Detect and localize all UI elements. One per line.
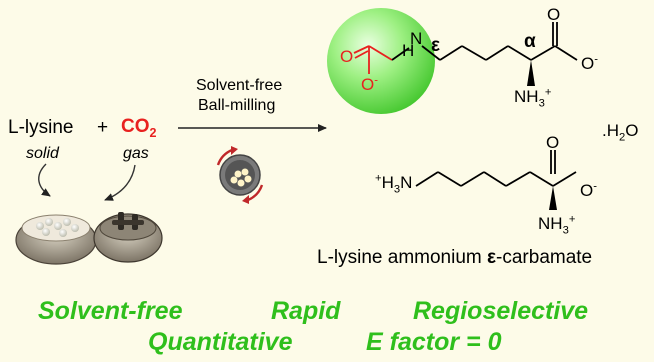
reactant-state-label: solid bbox=[26, 145, 59, 162]
carbamate-acid-o: O bbox=[547, 5, 561, 24]
plus-sign: + bbox=[97, 117, 109, 138]
carbamate-acid-o-minus: O- bbox=[581, 53, 598, 73]
carbamate-carbonyl-o: O bbox=[340, 47, 354, 66]
carbamate-n-label: N bbox=[410, 29, 423, 48]
carbamate-o-minus: O- bbox=[361, 74, 378, 94]
alpha-label: α bbox=[524, 31, 536, 52]
feature-regioselective: Regioselective bbox=[413, 297, 589, 325]
ammonium-skeleton bbox=[415, 150, 577, 187]
ammonium-nh3: NH3+ bbox=[538, 213, 576, 237]
ammonium-acid-o: O bbox=[546, 133, 560, 152]
carbamate-wedge-bond bbox=[527, 60, 535, 86]
carbamate-h-label: H bbox=[402, 41, 415, 60]
co2-label: CO2 bbox=[121, 116, 157, 140]
hydrate-label: .H2O bbox=[602, 121, 639, 144]
feature-rapid: Rapid bbox=[271, 297, 341, 325]
carbamate-highlight-sphere bbox=[327, 8, 435, 114]
carbamate-skeleton bbox=[353, 22, 578, 74]
ball-mill-rotation-icon bbox=[216, 146, 264, 204]
epsilon-label: ε bbox=[431, 35, 441, 56]
feature-quantitative: Quantitative bbox=[148, 328, 293, 356]
ammonium-h3n: +H3N bbox=[375, 172, 413, 196]
co2-state-label: gas bbox=[123, 145, 149, 162]
carbamate-nh3: NH3+ bbox=[514, 86, 552, 110]
feature-solvent-free: Solvent-free bbox=[38, 297, 183, 325]
condition-ball-milling: Ball-milling bbox=[198, 97, 276, 114]
product-name: L-lysine ammonium ε-carbamate bbox=[317, 247, 593, 268]
solid-pointer-arrow bbox=[38, 163, 51, 197]
reactant-label: L-lysine bbox=[8, 117, 74, 138]
milling-jar-photo bbox=[15, 212, 163, 265]
feature-e-factor: E factor = 0 bbox=[366, 328, 502, 356]
ammonium-wedge-bond bbox=[549, 186, 557, 210]
condition-solvent-free: Solvent-free bbox=[196, 77, 283, 94]
ammonium-o-minus: O- bbox=[580, 180, 597, 200]
gas-pointer-arrow bbox=[104, 164, 136, 201]
